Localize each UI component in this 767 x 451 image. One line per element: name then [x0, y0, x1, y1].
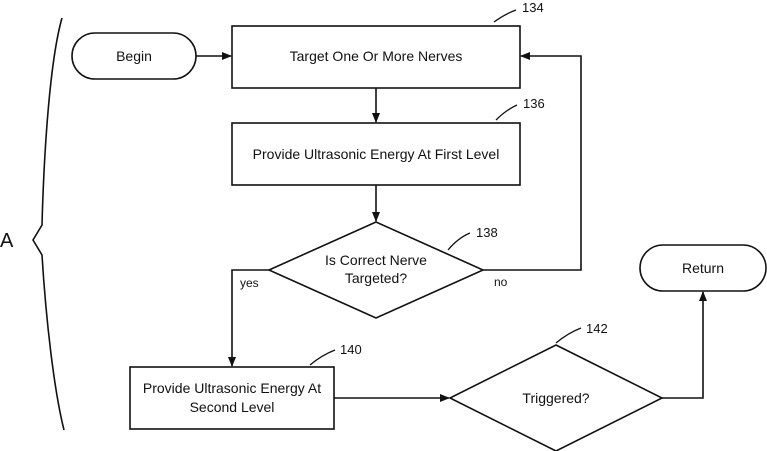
edge-label-yes: yes [240, 276, 259, 290]
correct-nerve-label-line1: Is Correct Nerve [325, 252, 427, 268]
leader-142 [556, 328, 581, 343]
provide-second-level-box [130, 367, 334, 429]
ref-136: 136 [523, 96, 545, 111]
triggered-label: Triggered? [522, 390, 589, 406]
provide-second-level-label-line1: Provide Ultrasonic Energy At [143, 380, 321, 396]
leader-138 [448, 233, 470, 250]
brace [33, 18, 64, 430]
brace-label: A [0, 230, 14, 252]
correct-nerve-label-line2: Targeted? [345, 270, 407, 286]
ref-134: 134 [522, 0, 544, 15]
ref-142: 142 [586, 321, 608, 336]
leader-140 [310, 350, 335, 365]
begin-label: Begin [116, 48, 152, 64]
edge-label-no: no [494, 275, 508, 289]
leader-136 [496, 105, 517, 120]
provide-first-level-label: Provide Ultrasonic Energy At First Level [253, 146, 500, 162]
return-label: Return [682, 260, 724, 276]
ref-138: 138 [476, 225, 498, 240]
target-nerves-label: Target One Or More Nerves [290, 48, 463, 64]
arrow-triggered-to-return [662, 292, 703, 398]
ref-140: 140 [340, 342, 362, 357]
provide-second-level-label-line2: Second Level [190, 399, 275, 415]
leader-134 [494, 10, 516, 22]
